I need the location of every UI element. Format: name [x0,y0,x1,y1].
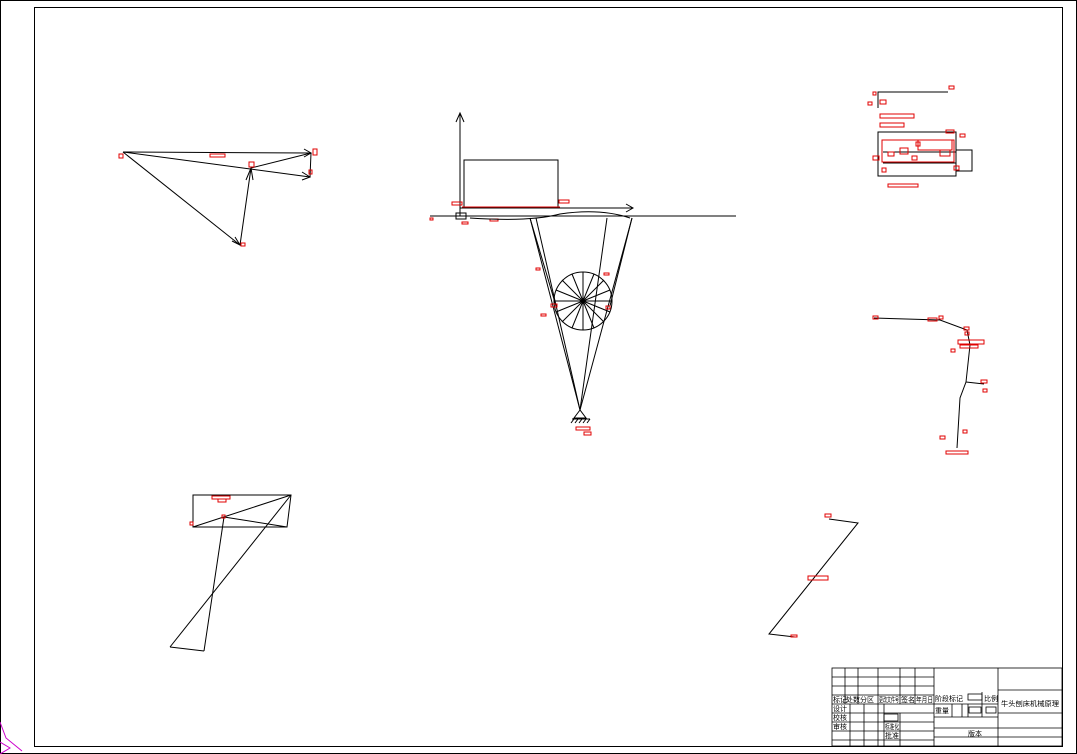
position-labels [189,495,231,526]
tb-row-check: 校核 [833,713,847,722]
crank-labels [535,267,611,317]
tb-header-zone: 分区 [860,695,874,704]
tb-row-design: 设计 [833,704,847,713]
ground-pivot [570,409,591,424]
title-block-text: 标记 处数 分区 更改文件号 签名 年月日 设计 校核 审核 标准化 批准 阶段… [833,694,1059,740]
title-block [831,667,1063,747]
force-labels [790,513,832,638]
force-diagram [768,518,859,638]
ucs-icon [0,721,23,754]
pivot-labels [575,426,592,436]
displacement-labels [872,315,988,455]
tb-header-change-doc: 更改文件号 [879,695,899,704]
ram-and-slide [430,111,736,220]
guide-curve [469,211,631,220]
displacement-curve [873,317,985,449]
ram-labels [429,199,570,225]
tb-weight-label: 重量 [935,707,949,715]
tb-header-sign: 签名 [901,695,915,704]
tb-version-label: 版本 [968,729,982,738]
position-linkage [169,494,292,652]
rocker-linkage [529,217,633,411]
acceleration-diagram [877,91,973,177]
tb-row-review: 审核 [833,722,847,731]
velocity-polygon-labels [118,148,318,247]
tb-standardization: 标准化 [885,722,899,731]
tb-stage-label: 阶段标记 [935,694,963,703]
tb-drawing-title: 牛头刨床机械原理 [1001,699,1059,708]
drawing-border [34,7,1063,747]
velocity-polygon [122,148,313,247]
tb-header-date: 年月日 [916,695,933,704]
acceleration-labels [867,85,966,188]
tb-header-mark: 标记 [833,695,847,704]
tb-approve: 批准 [885,731,899,740]
tb-header-count: 处数 [846,695,860,704]
crank-circle [553,271,613,331]
tb-scale-label: 比例 [984,694,998,703]
